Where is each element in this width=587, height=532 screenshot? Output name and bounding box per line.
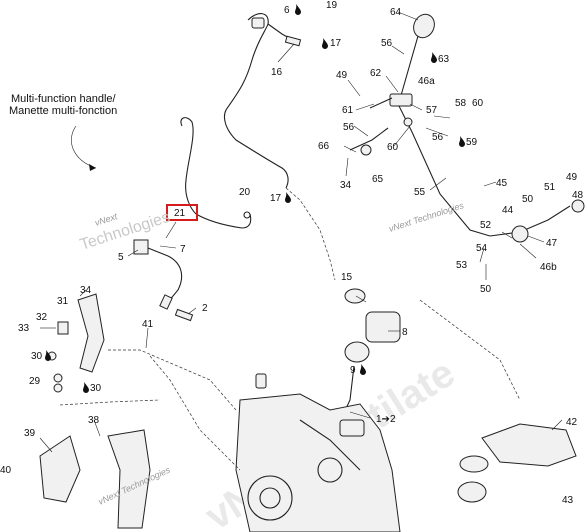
callout-16[interactable]: 16 bbox=[271, 67, 283, 78]
callout-48[interactable]: 48 bbox=[572, 190, 584, 201]
callout-61[interactable]: 61 bbox=[342, 105, 354, 116]
drop-icon bbox=[83, 382, 89, 393]
fluid-drop-icons bbox=[45, 4, 465, 393]
callout-34[interactable]: 34 bbox=[340, 180, 352, 191]
caption-line-2: Manette multi-fonction bbox=[9, 105, 117, 117]
leader-lines bbox=[39, 11, 563, 453]
callout-19[interactable]: 19 bbox=[326, 0, 338, 11]
callout-50[interactable]: 50 bbox=[522, 194, 534, 205]
dashed-ref-line-4 bbox=[149, 355, 241, 471]
callout-41[interactable]: 41 bbox=[142, 319, 154, 330]
callout-17[interactable]: 17 bbox=[270, 193, 282, 204]
callout-43[interactable]: 43 bbox=[562, 495, 574, 506]
callout-31[interactable]: 31 bbox=[57, 296, 69, 307]
callout-58[interactable]: 58 bbox=[455, 98, 467, 109]
callout-51[interactable]: 51 bbox=[544, 182, 556, 193]
handle-cable bbox=[180, 117, 252, 229]
callout-44[interactable]: 44 bbox=[502, 205, 514, 216]
callout-49[interactable]: 49 bbox=[566, 172, 578, 183]
caption-arrow bbox=[71, 125, 97, 169]
callout-49[interactable]: 49 bbox=[336, 70, 348, 81]
callout-labels: 19 6 17 16 64 56 63 49 62 46a 61 57 58 6… bbox=[0, 0, 584, 506]
highlighted-callout-21[interactable]: 21 bbox=[166, 204, 198, 221]
svg-text:21: 21 bbox=[174, 208, 186, 219]
callout-2[interactable]: 2 bbox=[202, 303, 208, 314]
callout-38[interactable]: 38 bbox=[88, 415, 100, 426]
dashed-ref-line-2 bbox=[59, 399, 161, 406]
callout-15[interactable]: 15 bbox=[341, 272, 353, 283]
callout-7[interactable]: 7 bbox=[180, 244, 186, 255]
air-duct-parts bbox=[39, 423, 577, 529]
callout-59[interactable]: 59 bbox=[466, 137, 478, 148]
drop-icon bbox=[285, 192, 291, 203]
callout-39[interactable]: 39 bbox=[24, 428, 36, 439]
callout-60[interactable]: 60 bbox=[472, 98, 484, 109]
dashed-ref-line-1 bbox=[285, 187, 336, 281]
callout-20[interactable]: 20 bbox=[239, 187, 251, 198]
drop-icon bbox=[431, 52, 437, 63]
callout-54[interactable]: 54 bbox=[476, 243, 488, 254]
callout-29[interactable]: 29 bbox=[29, 376, 41, 387]
callout-65[interactable]: 65 bbox=[372, 174, 384, 185]
watermark-small-2: Technologies bbox=[78, 209, 172, 254]
callout-56[interactable]: 56 bbox=[381, 38, 393, 49]
drop-icon bbox=[45, 350, 51, 361]
engine-block bbox=[235, 373, 401, 532]
shift-lever-assembly bbox=[349, 13, 585, 243]
mount-bracket bbox=[47, 293, 105, 393]
wire-harness bbox=[223, 13, 302, 189]
callout-47[interactable]: 47 bbox=[546, 238, 558, 249]
callout-55[interactable]: 55 bbox=[414, 187, 426, 198]
callout-42[interactable]: 42 bbox=[566, 417, 578, 428]
callout-9[interactable]: 9 bbox=[350, 365, 356, 376]
drop-icon bbox=[295, 4, 301, 15]
callout-32[interactable]: 32 bbox=[36, 312, 48, 323]
callout-5[interactable]: 5 bbox=[118, 252, 124, 263]
callout-6[interactable]: 6 bbox=[284, 5, 290, 16]
callout-17[interactable]: 17 bbox=[330, 38, 342, 49]
callout-33[interactable]: 33 bbox=[18, 323, 30, 334]
dashed-ref-line-3 bbox=[108, 349, 237, 411]
callout-64[interactable]: 64 bbox=[390, 7, 402, 18]
callout-30[interactable]: 30 bbox=[31, 351, 43, 362]
callout-60[interactable]: 60 bbox=[387, 142, 399, 153]
caption-line-1: Multi-function handle/ bbox=[11, 93, 117, 105]
callout-46a[interactable]: 46a bbox=[418, 76, 435, 87]
callout-66[interactable]: 66 bbox=[318, 141, 330, 152]
watermark-small-3: vNext Technologies bbox=[388, 200, 466, 234]
callout-45[interactable]: 45 bbox=[496, 178, 508, 189]
callout-56[interactable]: 56 bbox=[432, 132, 444, 143]
callout-63[interactable]: 63 bbox=[438, 54, 450, 65]
callout-40[interactable]: 40 bbox=[0, 465, 12, 476]
callout-52[interactable]: 52 bbox=[480, 220, 492, 231]
drop-icon bbox=[360, 364, 366, 375]
callout-30[interactable]: 30 bbox=[90, 383, 102, 394]
callout-62[interactable]: 62 bbox=[370, 68, 382, 79]
dashed-ref-line-5 bbox=[419, 299, 521, 401]
callout-56[interactable]: 56 bbox=[343, 122, 355, 133]
callout-50[interactable]: 50 bbox=[480, 284, 492, 295]
throttle-body bbox=[335, 288, 401, 431]
callout-57[interactable]: 57 bbox=[426, 105, 438, 116]
drop-icon bbox=[459, 136, 465, 147]
callout-1-to-2[interactable]: 1➔2 bbox=[376, 414, 396, 425]
drop-icon bbox=[322, 38, 328, 49]
callout-46b[interactable]: 46b bbox=[540, 262, 557, 273]
callout-8[interactable]: 8 bbox=[402, 327, 408, 338]
callout-34[interactable]: 34 bbox=[80, 285, 92, 296]
callout-53[interactable]: 53 bbox=[456, 260, 468, 271]
